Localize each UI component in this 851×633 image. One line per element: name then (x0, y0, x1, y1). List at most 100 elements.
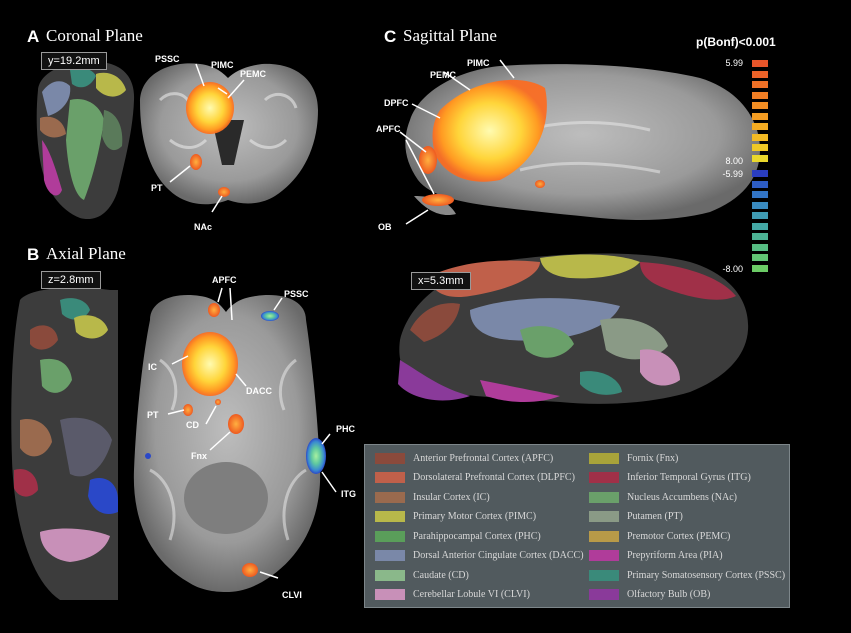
label-sagittal-pemc: PEMC (430, 70, 457, 80)
colorbar-swatch-warm (752, 133, 768, 141)
colorbar-swatch-cool (752, 191, 768, 198)
legend-swatch (589, 452, 619, 464)
label-axial-clvi: CLVI (282, 590, 302, 600)
label-coronal-nac: NAc (194, 222, 213, 232)
legend-label: Premotor Cortex (PEMC) (627, 530, 731, 542)
legend-swatch (375, 511, 405, 522)
colorbar-swatch-warm (752, 70, 768, 78)
legend-item: Inferior Temporal Gyrus (ITG) (589, 471, 751, 485)
label-coronal-pimc: PIMC (211, 60, 234, 70)
legend-label: Prepyriform Area (PIA) (627, 550, 723, 561)
legend-label: Anterior Prefrontal Cortex (APFC) (413, 452, 554, 464)
coronal-atlas-slice (36, 61, 135, 220)
label-axial-cd: CD (186, 420, 199, 430)
panel-a-letter: A (27, 27, 40, 46)
legend-item: Dorsolateral Prefrontal Cortex (DLPFC) (375, 471, 575, 485)
legend-label: Dorsal Anterior Cingulate Cortex (DACC) (413, 550, 584, 561)
colorbar-swatch-warm (752, 102, 768, 109)
colorbar-swatch-cool (752, 212, 768, 219)
region-legend: Anterior Prefrontal Cortex (APFC) Fornix … (364, 444, 790, 608)
colorbar-swatch-cool (752, 180, 768, 188)
colorbar-swatch-warm (752, 91, 768, 99)
legend-item: Nucleus Accumbens (NAc) (589, 490, 737, 504)
coronal-brain (140, 63, 318, 205)
legend-item: Parahippocampal Cortex (PHC) (375, 529, 541, 543)
legend-swatch (589, 511, 619, 522)
label-axial-ic: IC (148, 362, 157, 372)
legend-swatch (375, 530, 405, 542)
legend-item: Caudate (CD) (375, 568, 469, 582)
legend-item: Fornix (Fnx) (589, 451, 678, 465)
legend-label: Primary Motor Cortex (PIMC) (413, 511, 537, 522)
label-sagittal-ob: OB (378, 222, 392, 232)
colorbar-swatch-cool (752, 233, 768, 240)
axial-atlas-slice (11, 287, 118, 600)
legend-label: Dorsolateral Prefrontal Cortex (DLPFC) (413, 472, 575, 483)
colorbar-title: p(Bonf)<0.001 (696, 35, 776, 49)
label-axial-dacc: DACC (246, 386, 272, 396)
label-axial-pt: PT (147, 410, 159, 420)
panel-b-title: Axial Plane (46, 244, 126, 263)
label-axial-fnx: Fnx (191, 451, 208, 461)
label-axial-pssc: PSSC (284, 289, 309, 299)
colorbar-swatch-cool (752, 243, 768, 251)
legend-label: Primary Somatosensory Cortex (PSSC) (627, 569, 786, 581)
axial-coordinate: z=2.8mm (41, 271, 101, 289)
colorbar-tick-cool-min: -8.00 (722, 264, 743, 274)
colorbar-tick-cool-max: -5.99 (722, 169, 743, 179)
legend-swatch (375, 491, 405, 503)
legend-label: Inferior Temporal Gyrus (ITG) (627, 472, 751, 483)
colorbar-swatch-cool (752, 170, 768, 177)
label-sagittal-pimc: PIMC (467, 58, 490, 68)
colorbar-swatch-warm (752, 123, 768, 130)
legend-item: Olfactory Bulb (OB) (589, 588, 710, 602)
legend-swatch (375, 589, 405, 600)
panel-b-letter: B (27, 245, 40, 264)
legend-item: Primary Somatosensory Cortex (PSSC) (589, 568, 785, 582)
colorbar (752, 60, 768, 276)
colorbar-swatch-warm (752, 154, 768, 162)
legend-item: Primary Motor Cortex (PIMC) (375, 510, 536, 524)
legend-swatch (375, 569, 405, 581)
label-sagittal-dpfc: DPFC (384, 98, 409, 108)
colorbar-swatch-warm (752, 144, 768, 151)
legend-item: Prepyriform Area (PIA) (589, 549, 723, 563)
legend-swatch (375, 452, 405, 464)
colorbar-swatch-cool (752, 222, 768, 230)
legend-item: Anterior Prefrontal Cortex (APFC) (375, 451, 553, 465)
legend-item: Putamen (PT) (589, 510, 683, 524)
axial-brain (133, 295, 326, 592)
colorbar-swatch-warm (752, 81, 768, 88)
colorbar-swatch-warm (752, 60, 768, 67)
legend-item: Premotor Cortex (PEMC) (589, 529, 730, 543)
colorbar-tick-warm-min: 8.00 (725, 156, 743, 166)
label-sagittal-apfc: APFC (376, 124, 401, 134)
legend-swatch (589, 491, 619, 503)
label-axial-phc: PHC (336, 424, 356, 434)
colorbar-swatch-cool (752, 254, 768, 261)
label-arrows (167, 59, 515, 579)
colorbar-swatch-warm (752, 112, 768, 120)
sagittal-coordinate: x=5.3mm (411, 272, 471, 290)
legend-label: Putamen (PT) (627, 511, 683, 522)
colorbar-tick-max: 5.99 (725, 58, 743, 68)
legend-label: Olfactory Bulb (OB) (627, 589, 711, 600)
legend-label: Insular Cortex (IC) (413, 491, 490, 503)
legend-swatch (589, 550, 619, 561)
label-coronal-pt: PT (151, 183, 163, 193)
label-axial-itg: ITG (341, 489, 356, 499)
coronal-coordinate: y=19.2mm (41, 52, 107, 70)
legend-label: Fornix (Fnx) (627, 452, 679, 464)
legend-label: Parahippocampal Cortex (PHC) (413, 530, 541, 542)
legend-label: Nucleus Accumbens (NAc) (627, 491, 737, 503)
label-coronal-pssc: PSSC (155, 54, 180, 64)
colorbar-swatch-cool (752, 264, 768, 272)
legend-swatch (375, 472, 405, 483)
legend-swatch (589, 569, 619, 581)
sagittal-brain (405, 64, 760, 220)
legend-label: Cerebellar Lobule VI (CLVI) (413, 589, 530, 600)
legend-swatch (589, 530, 619, 542)
legend-swatch (375, 550, 405, 561)
panel-c-letter: C (384, 27, 397, 46)
